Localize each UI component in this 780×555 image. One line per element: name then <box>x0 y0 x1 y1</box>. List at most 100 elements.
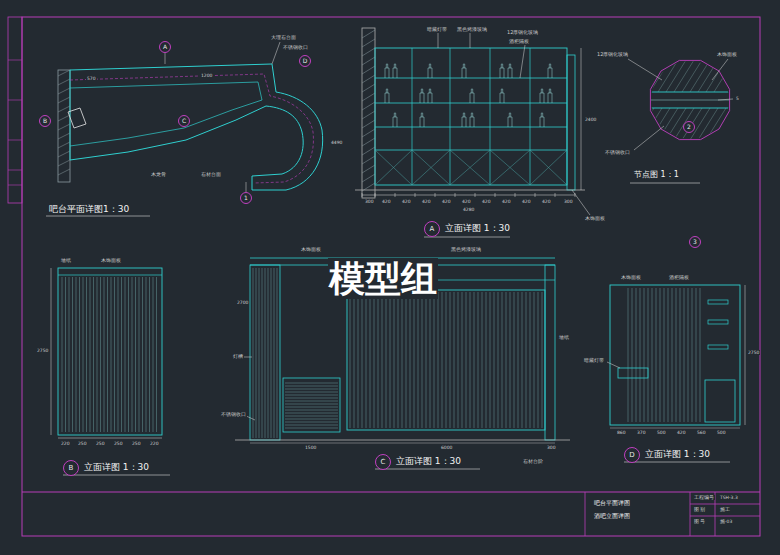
bottle-symbol <box>470 89 474 103</box>
door-cross <box>450 150 490 185</box>
panel-hatch <box>72 277 73 432</box>
step-hatch <box>285 392 338 393</box>
step-hatch <box>285 404 338 405</box>
wall-hatch <box>58 124 70 130</box>
panel-hatch <box>672 288 673 422</box>
panel-hatch <box>277 268 278 438</box>
panel-hatch <box>474 292 475 428</box>
dimension: 420 <box>481 199 492 204</box>
bottle-symbol <box>462 64 466 78</box>
panel-hatch <box>139 277 140 432</box>
dimension: 420 <box>401 199 412 204</box>
step-hatch <box>285 416 338 417</box>
step-hatch <box>285 383 338 384</box>
title-block-cell: 图 别 <box>693 507 706 512</box>
panel-hatch <box>382 292 383 428</box>
panel-hatch <box>668 288 669 422</box>
dimension-tick <box>362 193 363 197</box>
detail-hatch <box>674 108 694 140</box>
panel-hatch <box>506 292 507 428</box>
annotation: 大理石台面 <box>270 35 297 41</box>
wall-hatch <box>362 93 375 101</box>
wall-section <box>58 70 70 182</box>
dimension: 2700 <box>236 300 249 305</box>
panel-hatch <box>414 292 415 428</box>
panel-hatch <box>696 288 697 422</box>
title-block-line <box>22 492 760 493</box>
detail-hatch <box>602 108 622 140</box>
panel-hatch <box>394 292 395 428</box>
annotation: 不锈钢收口 <box>604 150 631 156</box>
panel-hatch <box>97 277 98 432</box>
bottle-symbol <box>540 113 544 127</box>
detail-hatch <box>706 108 726 140</box>
panel-hatch <box>370 292 371 428</box>
panel-hatch <box>83 277 84 432</box>
marker-letter: A <box>163 44 167 50</box>
shelf-line <box>375 150 567 151</box>
title-block-cell: 施-03 <box>719 519 733 524</box>
leader-line <box>634 126 664 150</box>
panel-hatch <box>494 292 495 428</box>
annotation: 木饰面板 <box>300 247 322 253</box>
step-hatch <box>285 401 338 402</box>
panel-hatch <box>442 292 443 428</box>
title-block-cell: 工程编号 <box>693 495 715 500</box>
bottle-symbol <box>385 89 389 103</box>
bottle-symbol <box>540 89 544 103</box>
dimension-line <box>581 48 582 190</box>
cabinet-divider <box>530 48 531 185</box>
dimension: 420 <box>441 199 452 204</box>
panel-hatch <box>402 292 403 428</box>
marker-letter: C <box>182 118 186 124</box>
section-marker: D <box>624 447 640 463</box>
panel-hatch <box>76 277 77 432</box>
annotation: 黑色烤漆玻璃 <box>456 27 488 33</box>
detail-hatch <box>650 60 670 92</box>
cabinet-frame <box>375 48 567 185</box>
door-cross <box>530 150 567 185</box>
base-cabinet <box>705 380 735 422</box>
panel-hatch <box>268 268 269 438</box>
panel-hatch <box>271 268 272 438</box>
dimension: 300 <box>546 445 557 450</box>
detail-hatch <box>626 60 646 92</box>
bottle-symbol <box>393 113 397 127</box>
door-cross <box>490 150 530 185</box>
wall-hatch <box>58 79 70 85</box>
step-hatch <box>285 398 338 399</box>
dimension: 420 <box>541 199 552 204</box>
wall-hatch <box>362 30 375 38</box>
dimension: 500 <box>656 430 667 435</box>
marker-letter: 3 <box>693 239 697 245</box>
panel-hatch <box>114 277 115 432</box>
detail-hatch <box>594 108 614 140</box>
marker-letter: 1 <box>244 195 248 201</box>
leader-line <box>244 357 252 358</box>
title-block-line <box>690 516 760 517</box>
detail-hatch <box>674 60 694 92</box>
bottle-symbol <box>548 89 552 103</box>
panel-hatch <box>660 288 661 422</box>
dimension: 1500 <box>304 445 317 450</box>
bar-centerline <box>70 74 313 183</box>
panel-hatch <box>366 292 367 428</box>
panel-hatch <box>542 292 543 428</box>
view-title: 立面详图 1：30 <box>644 449 711 459</box>
panel-hatch <box>262 268 263 438</box>
panel-hatch <box>652 288 653 422</box>
dimension-tick <box>535 193 536 197</box>
elevation-frame <box>610 285 740 425</box>
step-hatch <box>285 413 338 414</box>
panel-hatch <box>458 292 459 428</box>
panel-hatch <box>274 268 275 438</box>
panel-hatch <box>518 292 519 428</box>
panel-hatch <box>526 292 527 428</box>
counter-top <box>618 368 648 378</box>
dimension: 2750 <box>747 350 760 355</box>
annotation: 木饰面板 <box>584 216 606 222</box>
panel-hatch <box>378 292 379 428</box>
step-hatch <box>285 407 338 408</box>
panel-hatch <box>354 292 355 428</box>
step-hatch <box>285 428 338 429</box>
